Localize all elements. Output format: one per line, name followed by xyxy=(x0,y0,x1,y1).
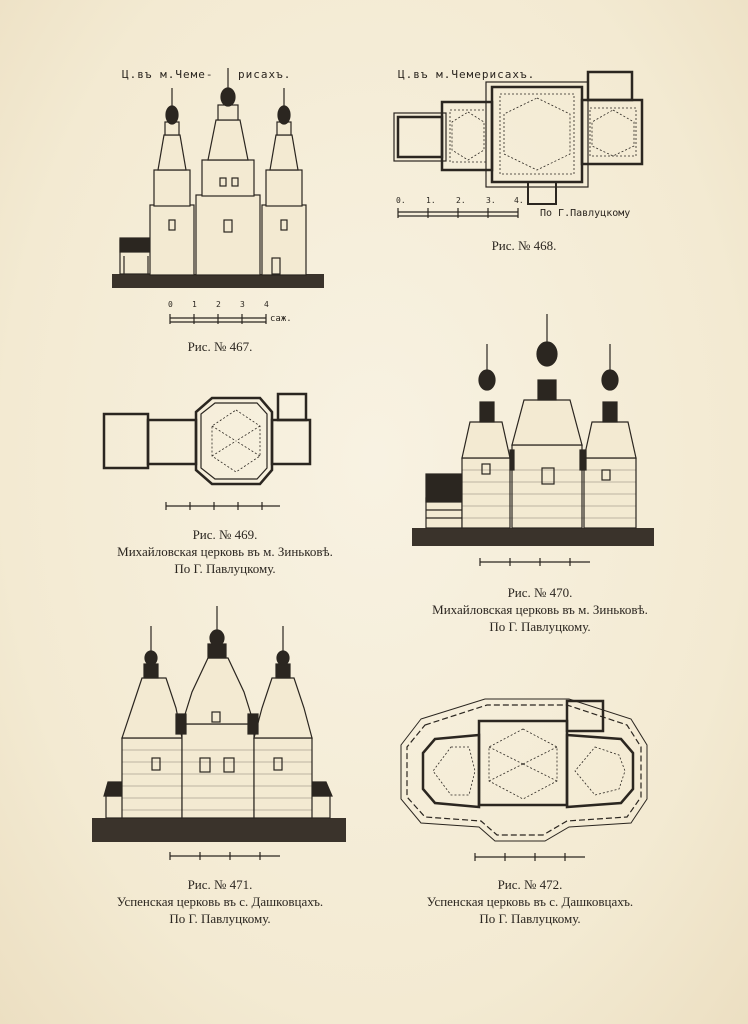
caption-471-title: Успенская церковь въ с. Дашковцахъ. xyxy=(116,894,324,909)
figure-467-title-left: Ц.въ м.Чеме- xyxy=(122,68,214,81)
caption-469-author: По Г. Павлуцкому. xyxy=(174,561,276,576)
scale-label-0: 0. xyxy=(396,196,406,205)
scale-label-2: 2. xyxy=(456,196,466,205)
caption-470: Рис. № 470. Михайловская церковь въ м. З… xyxy=(400,584,680,635)
church-elevation-drawing xyxy=(92,606,346,860)
caption-471-author: По Г. Павлуцкому. xyxy=(169,911,271,926)
church-plan-drawing xyxy=(102,392,312,510)
caption-469-number: Рис. № 469. xyxy=(192,527,258,542)
figure-467-title-right: рисахъ. xyxy=(238,68,292,81)
scale-label-1: 1. xyxy=(426,196,436,205)
figure-469 xyxy=(100,390,340,520)
caption-472-number: Рис. № 472. xyxy=(497,877,563,892)
scale-label-0: 0 xyxy=(168,300,173,309)
figure-468: Ц.въ м.Чемерисахъ. xyxy=(388,62,658,242)
caption-468-text: Рис. № 468. xyxy=(491,238,557,253)
scale-label-4: 4. xyxy=(514,196,524,205)
scale-label-2: 2 xyxy=(216,300,221,309)
church-elevation-drawing xyxy=(112,68,324,324)
caption-467-text: Рис. № 467. xyxy=(187,339,253,354)
caption-471: Рис. № 471. Успенская церковь въ с. Дашк… xyxy=(85,876,355,927)
figure-470 xyxy=(410,310,660,575)
church-elevation-drawing xyxy=(412,314,654,566)
caption-470-author: По Г. Павлуцкому. xyxy=(489,619,591,634)
church-plan-drawing xyxy=(393,70,644,218)
caption-469: Рис. № 469. Михайловская церковь въ м. З… xyxy=(90,526,360,577)
church-plan-drawing xyxy=(400,698,648,861)
caption-470-title: Михайловская церковь въ м. Зиньковѣ. xyxy=(432,602,648,617)
figure-472 xyxy=(395,695,655,870)
caption-472-author: По Г. Павлуцкому. xyxy=(479,911,581,926)
figure-471 xyxy=(90,600,350,870)
scale-unit: саж. xyxy=(270,314,292,324)
scale-label-1: 1 xyxy=(192,300,197,309)
figure-467: Ц.въ м.Чеме- рисахъ. xyxy=(100,60,340,360)
scale-label-3: 3. xyxy=(486,196,496,205)
caption-470-number: Рис. № 470. xyxy=(507,585,573,600)
figure-468-title: Ц.въ м.Чемерисахъ. xyxy=(398,68,536,81)
figure-468-author: По Г.Павлуцкому xyxy=(540,208,631,219)
caption-469-title: Михайловская церковь въ м. Зиньковѣ. xyxy=(117,544,333,559)
scale-label-4: 4 xyxy=(264,300,269,309)
caption-472: Рис. № 472. Успенская церковь въ с. Дашк… xyxy=(395,876,665,927)
caption-468: Рис. № 468. xyxy=(464,237,584,254)
caption-467: Рис. № 467. xyxy=(160,338,280,355)
caption-472-title: Успенская церковь въ с. Дашковцахъ. xyxy=(426,894,634,909)
scale-label-3: 3 xyxy=(240,300,245,309)
caption-471-number: Рис. № 471. xyxy=(187,877,253,892)
